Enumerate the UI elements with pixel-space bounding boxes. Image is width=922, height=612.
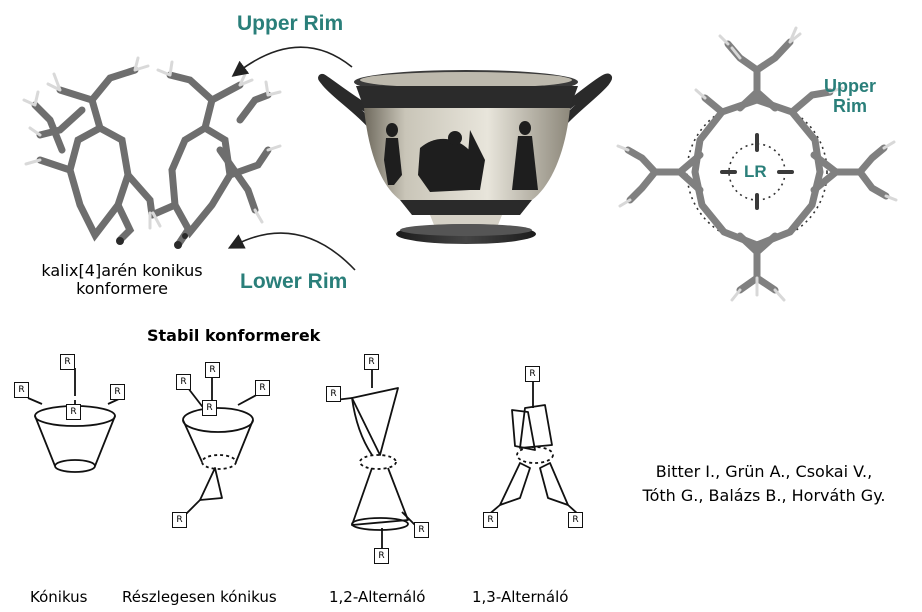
authors-credit: Bitter I., Grün A., Csokai V., Tóth G., …	[606, 460, 922, 508]
r-substituent-box: R	[326, 386, 341, 402]
authors-line2: Tóth G., Balázs B., Horváth Gy.	[606, 484, 922, 508]
r-substituent-box: R	[374, 548, 389, 564]
alternate-12-conformer-drawing	[335, 366, 420, 550]
r-substituent-box: R	[14, 382, 29, 398]
conformer-name-cone: Kónikus	[30, 588, 88, 606]
r-substituent-box: R	[202, 400, 217, 416]
r-substituent-box: R	[414, 522, 429, 538]
alternate-13-conformer-drawing	[487, 382, 578, 516]
authors-line1: Bitter I., Grün A., Csokai V.,	[606, 460, 922, 484]
r-substituent-box: R	[364, 354, 379, 370]
partial-cone-conformer-drawing	[182, 378, 262, 518]
r-substituent-box: R	[176, 374, 191, 390]
r-substituent-box: R	[110, 384, 125, 400]
r-substituent-box: R	[172, 512, 187, 528]
cone-conformer-drawing	[28, 368, 121, 472]
r-substituent-box: R	[66, 404, 81, 420]
conformer-name-12-alternate: 1,2-Alternáló	[329, 588, 425, 606]
r-substituent-box: R	[483, 512, 498, 528]
r-substituent-box: R	[60, 354, 75, 370]
r-substituent-box: R	[525, 366, 540, 382]
r-substituent-box: R	[568, 512, 583, 528]
r-substituent-box: R	[205, 362, 220, 378]
r-substituent-box: R	[255, 380, 270, 396]
conformer-name-13-alternate: 1,3-Alternáló	[472, 588, 568, 606]
conformer-name-partial-cone: Részlegesen kónikus	[122, 588, 277, 606]
